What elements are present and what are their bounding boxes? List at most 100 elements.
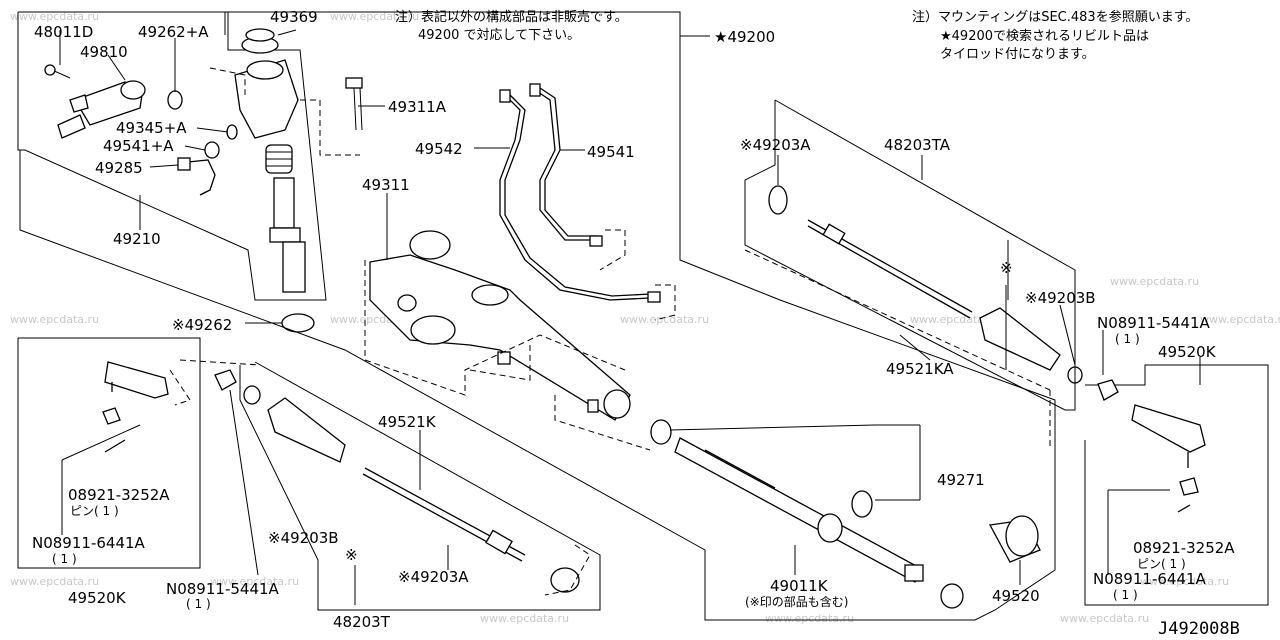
boot-48203ta	[979, 307, 1061, 371]
tube-49542	[499, 94, 651, 301]
assembly-outlines	[17, 11, 1269, 621]
nut-08911-6441a-left	[102, 407, 121, 425]
sensor-connector	[57, 114, 86, 139]
valve-group-outline	[17, 11, 327, 301]
nut-08911-5441a-left	[214, 369, 237, 391]
bolt-49311a	[353, 87, 357, 131]
label-49311a[interactable]: 49311A	[388, 98, 447, 116]
valve-housing-49210	[234, 59, 299, 139]
note-mounting-line1: 注）マウンティングはSEC.483を参照願います。	[912, 9, 1198, 25]
watermark: www.epcdata.ru	[620, 313, 709, 326]
label-08911-6441a-right[interactable]: N08911-6441A	[1093, 570, 1207, 588]
watermark: www.epcdata.ru	[480, 612, 569, 625]
label-49521k[interactable]: 49521K	[378, 413, 437, 431]
gear-housing-49311	[369, 254, 631, 421]
label-49345a[interactable]: 49345+A	[116, 119, 187, 137]
pinion-collar	[269, 227, 301, 243]
seal-49271-b	[650, 419, 672, 445]
housing-mount-right	[471, 284, 509, 306]
nut-49541a	[204, 141, 220, 159]
mark-right: ※	[1000, 259, 1013, 277]
label-08921-right[interactable]: 08921-3252A	[1133, 539, 1235, 557]
watermark: www.epcdata.ru	[210, 575, 299, 588]
watermark: www.epcdata.ru	[1140, 575, 1229, 588]
clamp-49203a-top	[768, 185, 788, 215]
label-49271[interactable]: 49271	[937, 471, 985, 489]
label-49200[interactable]: ★49200	[714, 28, 775, 46]
label-49203b-right[interactable]: ※49203B	[1025, 289, 1096, 307]
watermark: www.epcdata.ru	[330, 10, 419, 23]
clamp-49203a-bottom	[550, 567, 580, 593]
seal-rack-end	[940, 583, 964, 609]
label-49369[interactable]: 49369	[270, 8, 318, 26]
main-assembly-outline	[19, 11, 1056, 621]
label-08911-6441a-left[interactable]: N08911-6441A	[32, 534, 146, 552]
housing-valve-port	[409, 230, 451, 260]
label-08911-5441a-right[interactable]: N08911-5441A	[1097, 314, 1211, 332]
bolt-49311a-head	[345, 77, 363, 89]
nut-08911-5441a-right	[1097, 379, 1119, 401]
oring-49262	[281, 313, 315, 333]
label-08911-5441a-left[interactable]: N08911-5441A	[166, 580, 280, 598]
clamp-49203b-left	[243, 385, 261, 405]
fitting-49541-top	[529, 83, 541, 97]
label-49311[interactable]: 49311	[362, 176, 410, 194]
label-48203t[interactable]: 48203T	[333, 613, 391, 631]
housing-port	[397, 294, 417, 312]
qty-08911-5441a-right: ( 1 )	[1115, 332, 1140, 346]
tie-rod-end-49520k-right	[1131, 404, 1206, 453]
label-49011k-note: (※印の部品も含む)	[745, 594, 848, 609]
fitting-housing	[497, 351, 511, 365]
label-49541a[interactable]: 49541+A	[103, 137, 174, 155]
label-49541[interactable]: 49541	[587, 143, 635, 161]
rack-end	[904, 564, 924, 582]
oring-49262a	[167, 90, 183, 110]
label-48203ta[interactable]: 48203TA	[884, 136, 951, 154]
pin-08921-right-qty: ピン( 1 )	[1137, 557, 1186, 571]
valve-housing-top	[246, 60, 284, 80]
label-49210[interactable]: 49210	[113, 230, 161, 248]
label-49520[interactable]: 49520	[992, 587, 1040, 605]
label-49520k-left[interactable]: 49520K	[68, 589, 127, 607]
label-49203a-bottom[interactable]: ※49203A	[398, 568, 469, 586]
pin-08921-right	[1177, 504, 1191, 513]
note-mounting-line2: ★49200で検索されるリビルト品は	[940, 29, 1149, 44]
tube-49285	[187, 159, 216, 196]
label-08921-left[interactable]: 08921-3252A	[68, 486, 170, 504]
sensor-plug	[69, 94, 89, 113]
rack-piston	[817, 513, 843, 543]
label-49011k[interactable]: 49011K	[770, 577, 829, 595]
note-not-sold-line1: 注）表記以外の構成部品は非販売です。	[395, 9, 628, 25]
label-49203a-top[interactable]: ※49203A	[740, 136, 811, 154]
watermark: www.epcdata.ru	[1060, 612, 1149, 625]
boot-48203t	[267, 397, 346, 463]
watermark: www.epcdata.ru	[910, 313, 999, 326]
diagram-code: J492008B	[1158, 619, 1240, 639]
fitting-housing-end	[587, 399, 599, 413]
label-49520k-right[interactable]: 49520K	[1158, 343, 1217, 361]
fitting-49541	[589, 235, 603, 247]
label-49262[interactable]: ※49262	[172, 316, 232, 334]
part-drawings	[44, 28, 1206, 609]
pinion-shaft	[273, 177, 295, 229]
housing-tube-end	[603, 389, 631, 419]
clamp-49203b-right	[1067, 366, 1083, 384]
pin-08921-left-qty: ピン( 1 )	[70, 504, 119, 518]
label-49285[interactable]: 49285	[95, 159, 143, 177]
mark-left: ※	[345, 546, 358, 564]
label-49521ka[interactable]: 49521KA	[886, 360, 954, 378]
label-49542[interactable]: 49542	[415, 140, 463, 158]
label-48011d[interactable]: 48011D	[34, 23, 93, 41]
label-49810[interactable]: 49810	[80, 43, 128, 61]
label-49262a[interactable]: 49262+A	[138, 23, 209, 41]
note-mounting-line3: タイロッド付になります。	[940, 47, 1095, 62]
note-not-sold-line2: 49200 で対応して下さい。	[418, 28, 580, 43]
label-49203b-left[interactable]: ※49203B	[268, 529, 339, 547]
inner-socket-left	[485, 529, 513, 555]
pinion-gear	[282, 241, 306, 293]
sensor-49810-end	[120, 80, 146, 100]
qty-08911-6441a-right: ( 1 )	[1113, 588, 1138, 602]
leader-lines	[59, 29, 1201, 605]
part-labels: 49369 48011D 49810 49262+A ★49200 49311A…	[32, 8, 1235, 631]
